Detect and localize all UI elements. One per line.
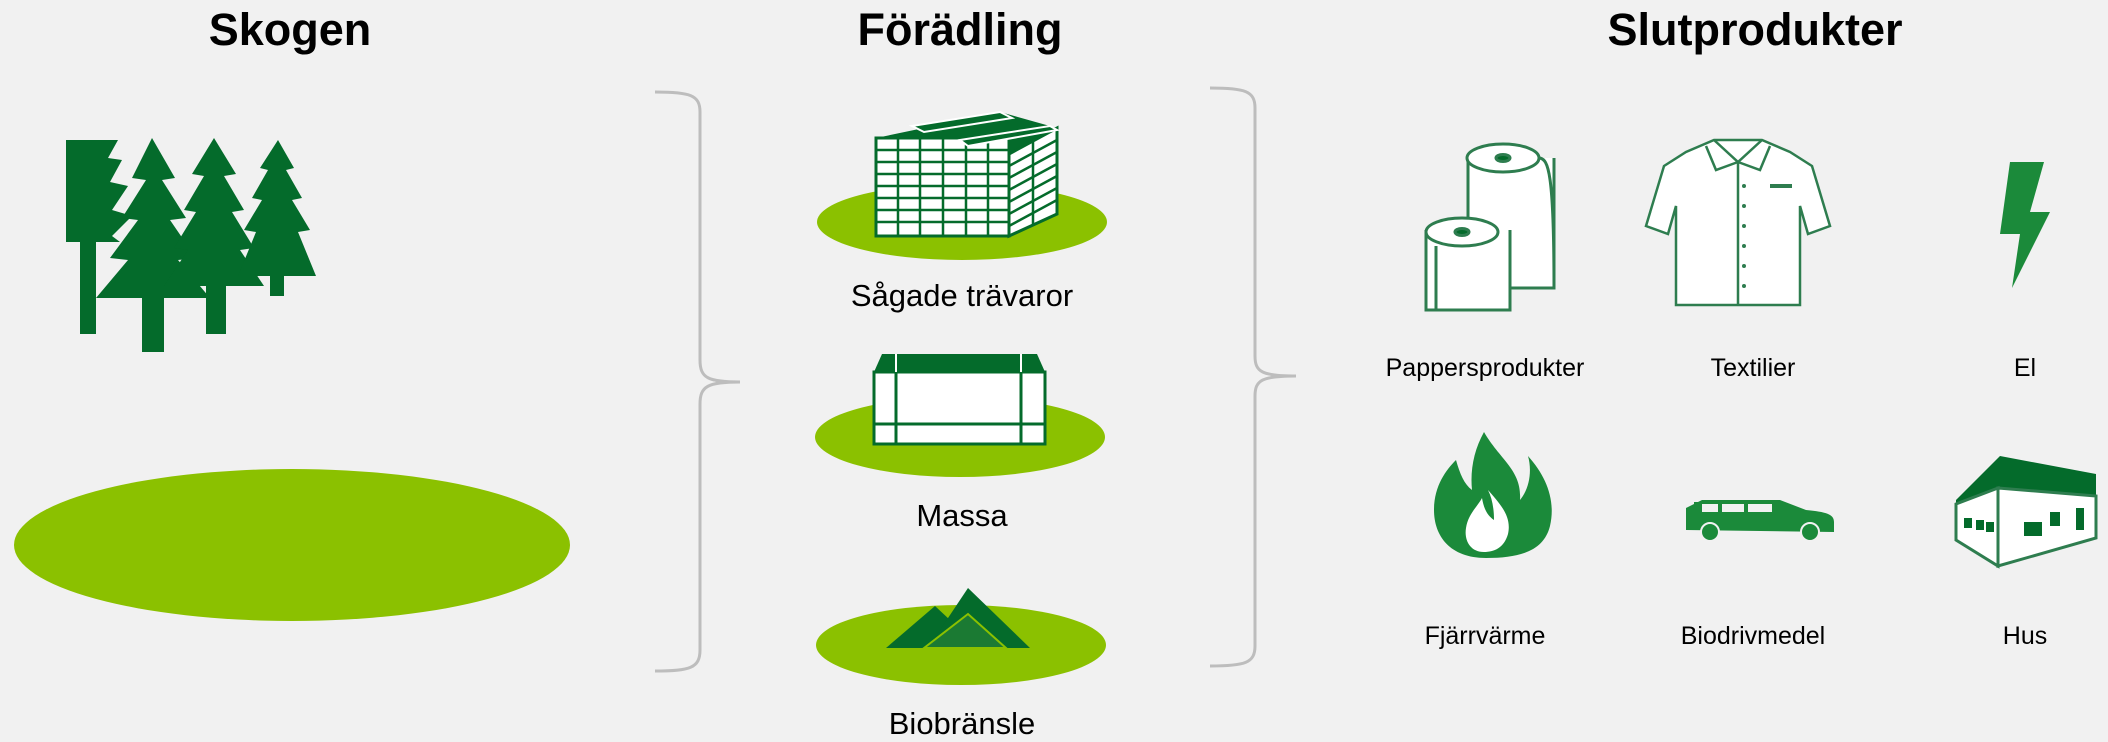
label-district-heating: Fjärrvärme <box>1424 622 1546 650</box>
paper-rolls-icon <box>1424 142 1556 312</box>
label-biofuel: Biobränsle <box>888 706 1036 741</box>
shirt-icon <box>1644 138 1832 307</box>
label-house: Hus <box>2002 622 2048 650</box>
lumber-stack-icon <box>817 110 1107 260</box>
heading-forest: Skogen <box>208 4 372 55</box>
forest-ground-ellipse <box>14 469 570 621</box>
bracket-right <box>1209 86 1297 668</box>
heading-processing: Förädling <box>857 4 1063 55</box>
forest-trees-icon <box>50 138 316 352</box>
pulp-bale-icon <box>815 354 1105 477</box>
label-textiles: Textilier <box>1710 354 1796 382</box>
label-paper-products: Pappersprodukter <box>1385 354 1585 382</box>
flame-icon <box>1434 432 1552 558</box>
house-icon <box>1954 456 2098 569</box>
car-icon <box>1686 500 1834 542</box>
label-biofuels-vehicle: Biodrivmedel <box>1680 622 1826 650</box>
heading-end-products: Slutprodukter <box>1607 4 1903 55</box>
lightning-icon <box>2000 162 2050 288</box>
label-electricity: El <box>2013 354 2037 382</box>
bracket-left <box>654 90 741 673</box>
biofuel-pile-icon <box>816 588 1106 685</box>
label-sawn-timber: Sågade trävaror <box>850 278 1074 313</box>
label-pulp: Massa <box>916 498 1008 533</box>
